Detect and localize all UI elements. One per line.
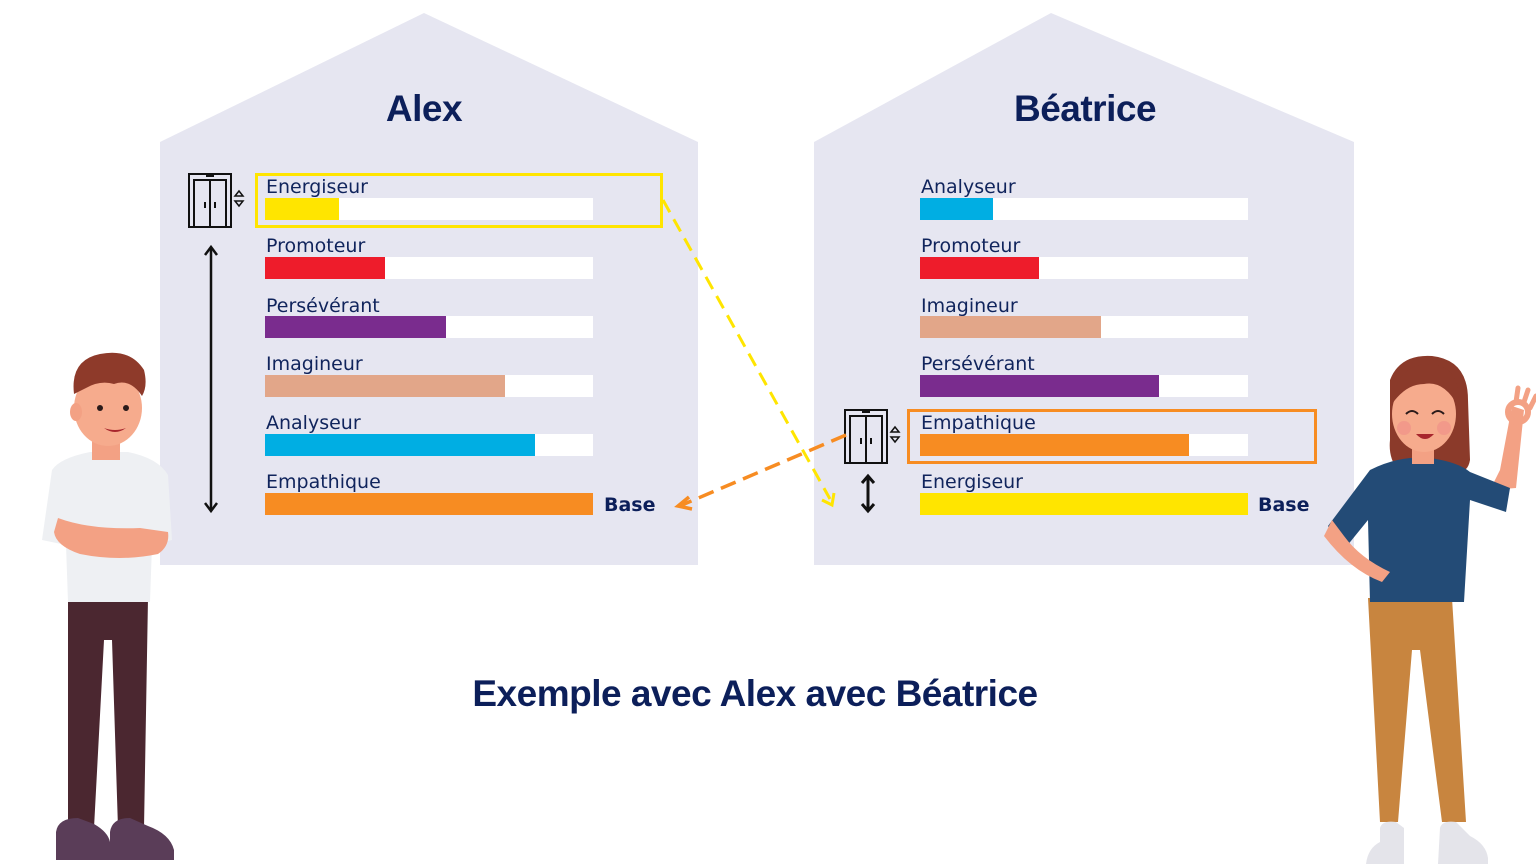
bar-fill-promoteur [265,257,385,279]
bar-track [920,257,1248,279]
floor-label: Promoteur [266,235,366,257]
house-title-beatrice: Béatrice [1013,88,1157,129]
bar-track [265,493,593,515]
floor-label: Energiseur [921,471,1023,493]
alex-character-illustration [42,352,174,860]
floor-label: Promoteur [921,235,1021,257]
yellow-dashed-arrow [661,199,836,508]
floor-label: Energiseur [266,176,368,198]
floor-label: Analyseur [921,176,1016,198]
floor-label: Empathique [266,471,381,493]
bar-fill-energiseur [920,493,1248,515]
bar-track [920,316,1248,338]
phase-highlight-box [907,409,1317,464]
house-beatrice-shape [814,13,1354,565]
bar-track [265,257,593,279]
bar-fill-empathique [920,434,1189,456]
house-title-alex: Alex [385,88,463,129]
up-down-arrow-icon [204,244,218,514]
floor-label: Empathique [921,412,1036,434]
bar-track [265,434,593,456]
bar-fill-perseverant [920,375,1159,397]
elevator-icon [844,409,901,464]
bar-fill-energiseur [265,198,339,220]
bar-fill-imagineur [920,316,1101,338]
floor-label: Imagineur [921,295,1018,317]
bar-fill-analyseur [265,434,535,456]
house-alex-shape [160,13,698,565]
bar-track [920,198,1248,220]
base-label: Base [1258,494,1310,516]
up-down-arrow-icon [860,473,876,514]
bar-fill-promoteur [920,257,1039,279]
bar-track [920,493,1248,515]
floor-label: Persévérant [266,295,380,317]
bar-track [265,375,593,397]
bar-fill-empathique [265,493,593,515]
floor-label: Persévérant [921,353,1035,375]
bar-fill-perseverant [265,316,446,338]
bar-track [265,198,593,220]
bar-track [920,375,1248,397]
bar-track [265,316,593,338]
elevator-icon [188,173,245,228]
floor-label: Imagineur [266,353,363,375]
beatrice-character-illustration [1324,355,1536,864]
bar-fill-imagineur [265,375,505,397]
bar-fill-analyseur [920,198,993,220]
bar-track [920,434,1248,456]
floor-label: Analyseur [266,412,361,434]
orange-dashed-arrow [674,433,847,511]
base-label: Base [604,494,656,516]
phase-highlight-box [255,173,663,228]
caption-title: Exemple avec Alex avec Béatrice [472,673,1038,714]
